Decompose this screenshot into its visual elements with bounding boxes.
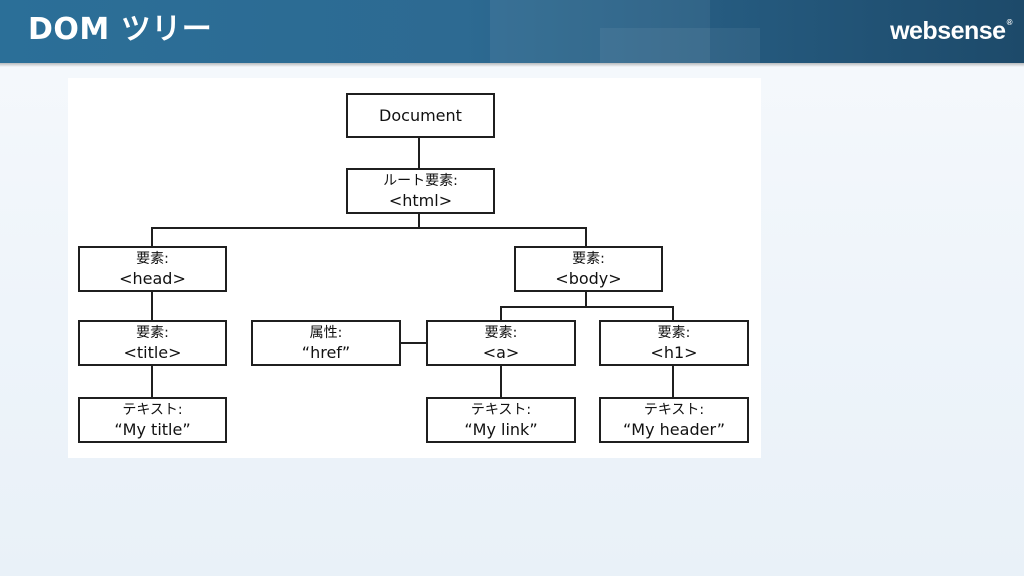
connector-to-body	[585, 227, 587, 247]
node-text-header-type: テキスト:	[643, 401, 705, 418]
node-a-type: 要素:	[484, 324, 518, 341]
node-text-header: テキスト: “My header”	[599, 397, 749, 443]
connector-title-text	[151, 365, 153, 398]
connector-root-down	[418, 213, 420, 228]
node-body-tag: <body>	[555, 268, 622, 288]
node-text-title-value: “My title”	[114, 419, 191, 439]
node-text-title-type: テキスト:	[122, 401, 183, 418]
node-body-type: 要素:	[572, 250, 605, 267]
registered-mark: ®	[1006, 18, 1013, 27]
node-text-title: テキスト: “My title”	[78, 397, 227, 443]
node-text-link: テキスト: “My link”	[426, 397, 576, 443]
connector-h1-text	[672, 365, 674, 398]
node-root-tag: <html>	[388, 190, 453, 210]
connector-body-down	[585, 291, 587, 307]
logo-text: websense	[890, 17, 1006, 45]
connector-to-h1	[672, 306, 674, 321]
node-document-label: Document	[379, 105, 462, 125]
node-attribute-type: 属性:	[309, 324, 343, 341]
node-head: 要素: <head>	[78, 246, 227, 292]
node-head-tag: <head>	[119, 268, 186, 288]
header-shadow	[0, 63, 1024, 67]
node-a: 要素: <a>	[426, 320, 576, 366]
connector-attr-a	[400, 342, 427, 344]
node-root-html: ルート要素: <html>	[346, 168, 495, 214]
node-text-link-value: “My link”	[464, 419, 538, 439]
dom-tree-diagram: Document ルート要素: <html> 要素: <head> 要素: <b…	[68, 78, 761, 458]
node-text-header-value: “My header”	[623, 419, 725, 439]
node-h1-type: 要素:	[657, 324, 691, 341]
node-text-link-type: テキスト:	[470, 401, 532, 418]
slide-title: DOM ツリー	[28, 12, 213, 47]
node-title-type: 要素:	[136, 324, 169, 341]
node-title-tag: <title>	[123, 342, 182, 362]
node-root-type: ルート要素:	[383, 172, 458, 189]
connector-document-root	[418, 137, 420, 169]
header-decoration	[600, 28, 760, 63]
slide-header: DOM ツリー websense®	[0, 0, 1024, 63]
node-title: 要素: <title>	[78, 320, 227, 366]
node-document: Document	[346, 93, 495, 138]
node-h1-tag: <h1>	[650, 342, 698, 362]
node-attribute-value: “href”	[301, 342, 351, 362]
connector-head-title	[151, 291, 153, 321]
connector-body-branch	[500, 306, 674, 308]
connector-a-text	[500, 365, 502, 398]
header-decoration	[490, 0, 710, 63]
node-head-type: 要素:	[136, 250, 169, 267]
connector-to-head	[151, 227, 153, 247]
connector-root-branch	[151, 227, 587, 229]
node-body: 要素: <body>	[514, 246, 663, 292]
node-h1: 要素: <h1>	[599, 320, 749, 366]
connector-to-a	[500, 306, 502, 321]
node-attribute-href: 属性: “href”	[251, 320, 401, 366]
websense-logo: websense®	[890, 14, 1012, 48]
node-a-tag: <a>	[482, 342, 520, 362]
